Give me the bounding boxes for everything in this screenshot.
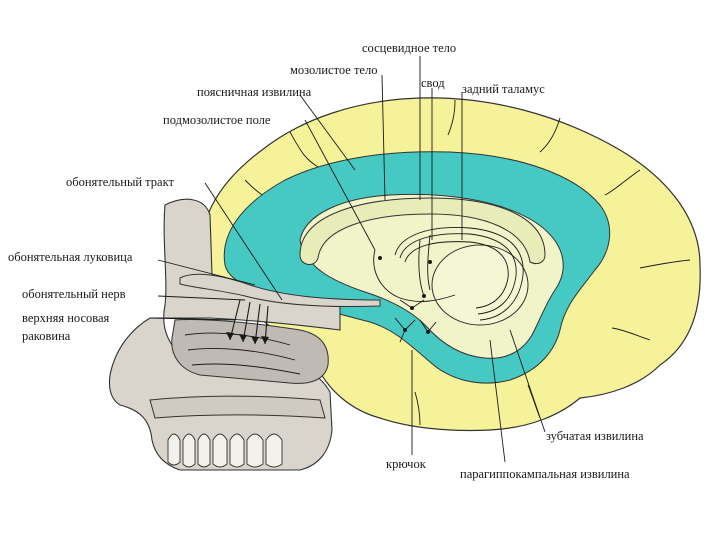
label-cingulate-gyrus: поясничная извилина bbox=[197, 85, 312, 99]
label-olfactory-nerve: обонятельный нерв bbox=[22, 287, 126, 301]
label-superior-concha-1: верхняя носовая bbox=[22, 311, 110, 325]
label-pineal-body: сосцевидное тело bbox=[362, 41, 456, 55]
label-fornix: свод bbox=[421, 76, 445, 90]
brain-hemisphere bbox=[201, 97, 701, 432]
label-olfactory-bulb: обонятельная луковица bbox=[8, 250, 133, 264]
palate bbox=[149, 395, 326, 419]
thalamus-shape bbox=[431, 244, 529, 326]
olfactory-bulb-shape bbox=[179, 273, 381, 308]
label-dentate-gyrus: зубчатая извилина bbox=[546, 429, 644, 443]
leader-lines bbox=[149, 56, 546, 463]
nasal-tissue bbox=[171, 318, 329, 384]
label-posterior-thalamus: задний таламус bbox=[462, 82, 545, 96]
label-subcallosal-area: подмозолистое поле bbox=[163, 113, 271, 127]
corpus-callosum-shape bbox=[299, 197, 546, 265]
label-superior-concha-2: раковина bbox=[22, 329, 71, 343]
teeth bbox=[167, 433, 283, 468]
labels: сосцевидное тело мозолистое тело свод за… bbox=[8, 41, 644, 481]
label-parahippocampal-gyrus: парагиппокампальная извилина bbox=[460, 467, 630, 481]
label-corpus-callosum: мозолистое тело bbox=[290, 63, 377, 77]
label-uncus: крючок bbox=[386, 457, 427, 471]
label-olfactory-tract: обонятельный тракт bbox=[66, 175, 174, 189]
nasal-skull-region bbox=[108, 198, 381, 471]
